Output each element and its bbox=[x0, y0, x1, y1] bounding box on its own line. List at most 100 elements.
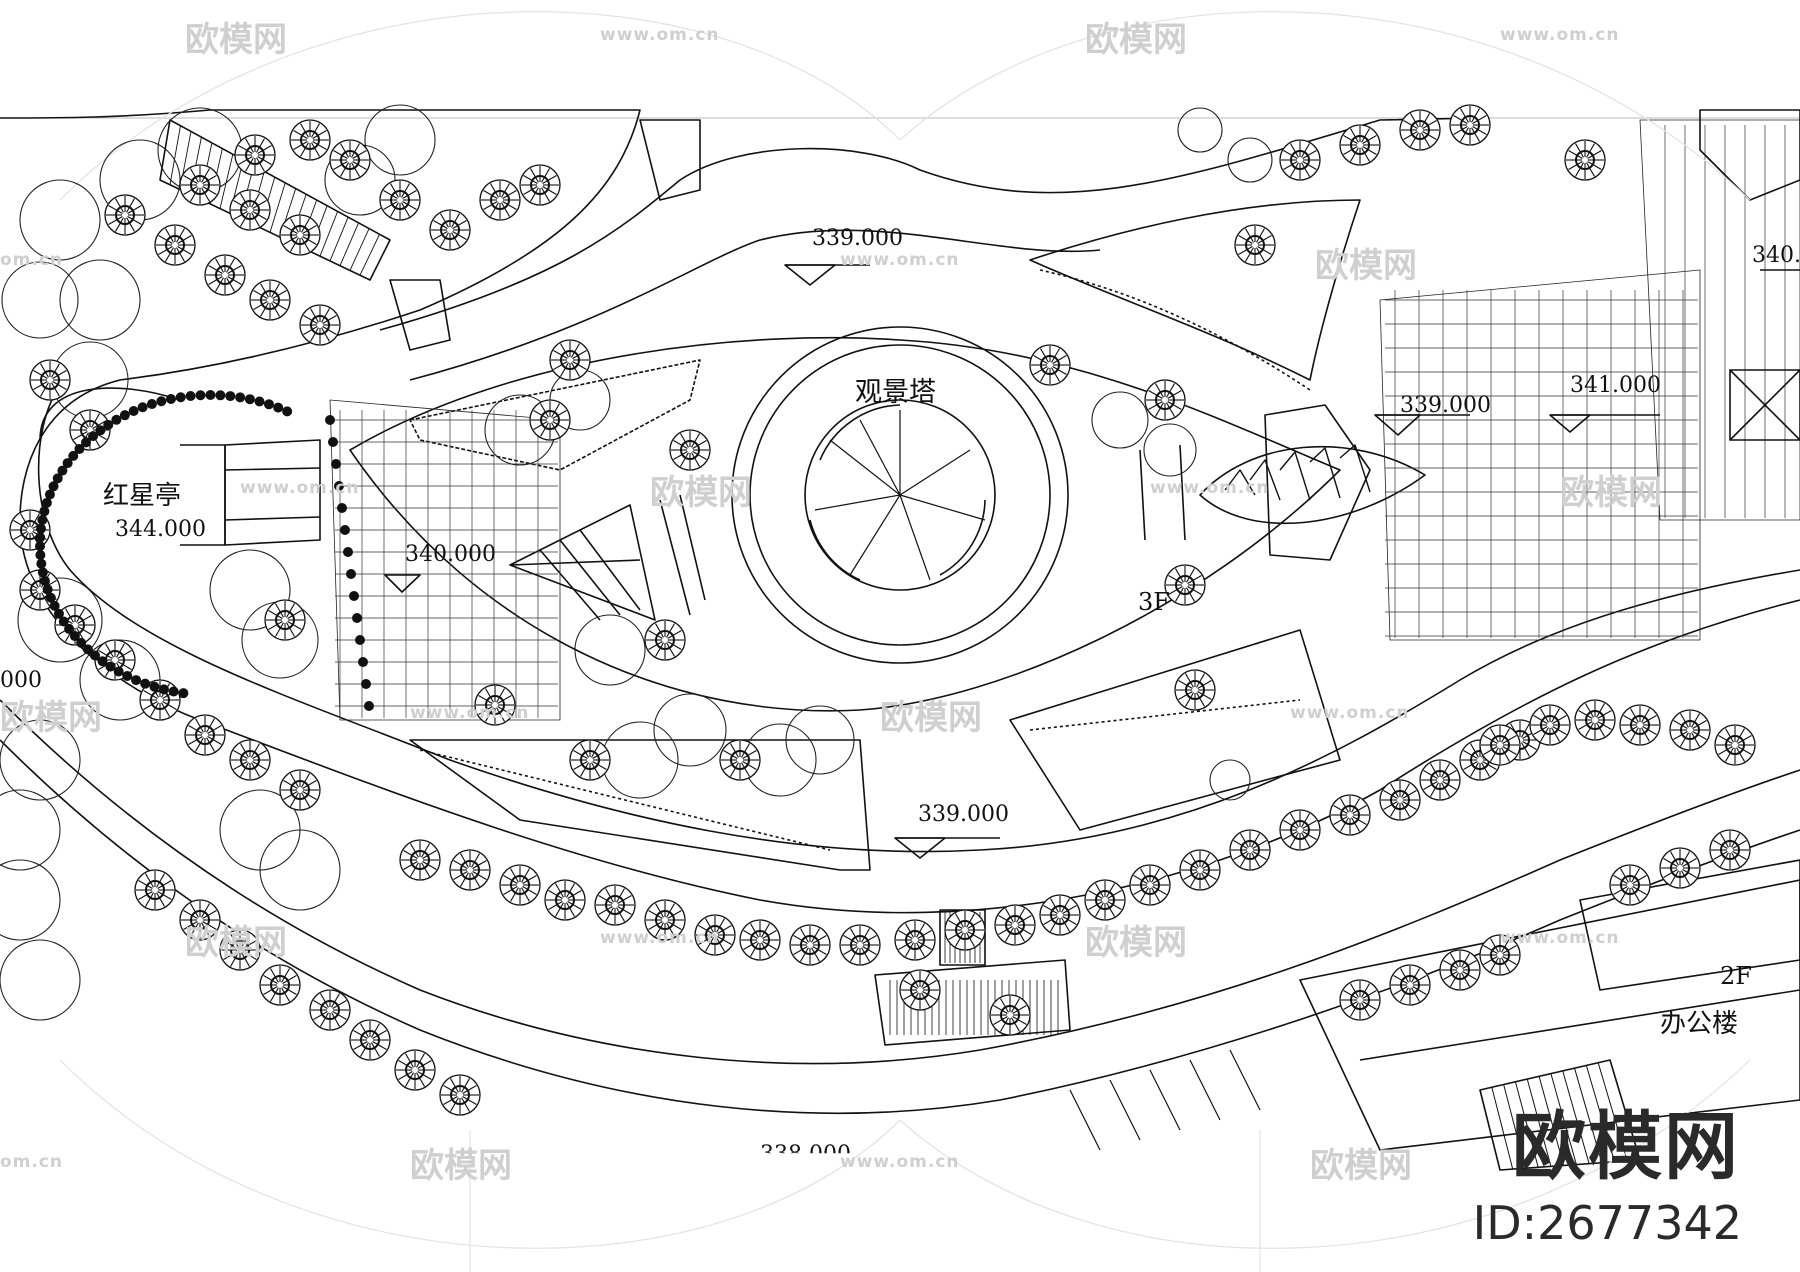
watermark-url: www.om.cn bbox=[410, 703, 530, 723]
tree-symbol bbox=[529, 399, 571, 441]
hedge-dot bbox=[263, 399, 274, 410]
tree-symbol bbox=[1234, 224, 1276, 266]
tree-symbol bbox=[1609, 864, 1651, 906]
hedge-dot bbox=[352, 613, 362, 623]
hedge-dot bbox=[39, 575, 50, 586]
tree-symbol bbox=[349, 1019, 391, 1061]
hedge-dot bbox=[131, 675, 142, 686]
office-floors: 2F bbox=[1720, 962, 1752, 990]
hedge-dot bbox=[53, 608, 64, 619]
hedge-dot bbox=[358, 657, 368, 667]
office-label: 办公楼 bbox=[1660, 1009, 1739, 1039]
hedge-dot bbox=[45, 592, 56, 603]
tree-symbol bbox=[259, 964, 301, 1006]
hedge-dot bbox=[48, 481, 59, 492]
tree-symbol bbox=[1669, 709, 1711, 751]
hedge-dot bbox=[76, 637, 87, 648]
tree-symbol bbox=[1619, 704, 1661, 746]
tree-canopy bbox=[601, 721, 679, 799]
tree-symbol bbox=[549, 339, 591, 381]
watermark-logo: 欧模网 bbox=[185, 923, 287, 963]
watermark-url: www.om.cn bbox=[840, 1152, 960, 1172]
hedge-dot bbox=[205, 390, 216, 401]
tree-symbol bbox=[289, 119, 331, 161]
hedge-dot bbox=[88, 431, 99, 442]
watermark-logo: 欧模网 bbox=[1085, 20, 1187, 60]
tree-symbol bbox=[179, 899, 221, 941]
tree-symbol bbox=[1029, 344, 1071, 386]
tree-symbol bbox=[1379, 779, 1421, 821]
hedge-dot bbox=[57, 465, 68, 476]
tree-symbol bbox=[1039, 894, 1081, 936]
tree-canopy bbox=[259, 829, 341, 911]
watermark-edge: om.cn bbox=[0, 1152, 64, 1172]
tree-symbol bbox=[1399, 109, 1441, 151]
hedge-dot bbox=[137, 402, 148, 413]
elevation-right-edge: 340. bbox=[1752, 243, 1800, 268]
tree-symbol bbox=[329, 139, 371, 181]
tree-symbol bbox=[669, 429, 711, 471]
tree-symbol bbox=[479, 179, 521, 221]
watermark-url: www.om.cn bbox=[240, 478, 360, 498]
tree-symbol bbox=[234, 134, 276, 176]
hedge-dot bbox=[244, 394, 255, 405]
hedge-dot bbox=[35, 532, 46, 543]
watermark-url: www.om.cn bbox=[840, 250, 960, 270]
tower-outer-ring bbox=[731, 326, 1069, 664]
watermark-logo: 欧模网 bbox=[1560, 473, 1662, 513]
tree-canopy bbox=[1091, 391, 1149, 449]
hedge-dot bbox=[36, 523, 47, 534]
tree-symbol bbox=[379, 179, 421, 221]
tree-canopy bbox=[1209, 759, 1251, 801]
tree-symbol bbox=[1279, 809, 1321, 851]
tree-symbol bbox=[229, 189, 271, 231]
watermark-url: www.om.cn bbox=[600, 928, 720, 948]
tree-symbol bbox=[309, 989, 351, 1031]
watermark-url: www.om.cn bbox=[1500, 928, 1620, 948]
tree-symbol bbox=[1714, 724, 1756, 766]
hedge-dot bbox=[49, 600, 60, 611]
tree-symbol bbox=[1339, 979, 1381, 1021]
hedge-dot bbox=[37, 567, 48, 578]
watermark-logo: 欧模网 bbox=[1315, 246, 1417, 286]
hedge-dot bbox=[52, 473, 63, 484]
tree-symbol bbox=[719, 739, 761, 781]
hedge-dot bbox=[42, 584, 53, 595]
tree-symbol bbox=[1389, 964, 1431, 1006]
hedge-dot bbox=[156, 396, 167, 407]
tree-symbol bbox=[439, 1074, 481, 1116]
hedge-dot bbox=[215, 390, 226, 401]
pavilion-label: 红星亭 bbox=[103, 481, 182, 511]
hedge-dot bbox=[331, 459, 341, 469]
tree-canopy bbox=[364, 104, 436, 176]
tree-symbol bbox=[249, 279, 291, 321]
hedge-dot bbox=[334, 481, 344, 491]
hedge-dot bbox=[105, 661, 116, 672]
tree-symbol bbox=[694, 914, 736, 956]
tree-symbol bbox=[219, 929, 261, 971]
tree-symbol bbox=[179, 164, 221, 206]
hedge-dot bbox=[68, 450, 79, 461]
hedge-dot bbox=[355, 635, 365, 645]
watermark-logo: 欧模网 bbox=[1310, 1146, 1412, 1186]
tree-canopy bbox=[59, 259, 141, 341]
tree-symbol bbox=[1129, 864, 1171, 906]
hedge-dot bbox=[325, 415, 335, 425]
tree-symbol bbox=[1339, 124, 1381, 166]
central-plaza-outline bbox=[349, 336, 1341, 712]
hedge-dot bbox=[58, 616, 69, 627]
tree-symbol bbox=[899, 969, 941, 1011]
tree-symbol bbox=[499, 864, 541, 906]
hedge-dot bbox=[128, 405, 139, 416]
tree-symbol bbox=[394, 1049, 436, 1091]
tree-symbol bbox=[944, 909, 986, 951]
hedge-dot bbox=[36, 558, 47, 569]
hedge-dot bbox=[328, 437, 338, 447]
hedge-dot bbox=[119, 410, 130, 421]
tree-symbol bbox=[1164, 564, 1206, 606]
tree-symbol bbox=[1144, 379, 1186, 421]
hedge-dot bbox=[168, 686, 179, 697]
tree-symbol bbox=[184, 714, 226, 756]
tree-symbol bbox=[474, 684, 516, 726]
